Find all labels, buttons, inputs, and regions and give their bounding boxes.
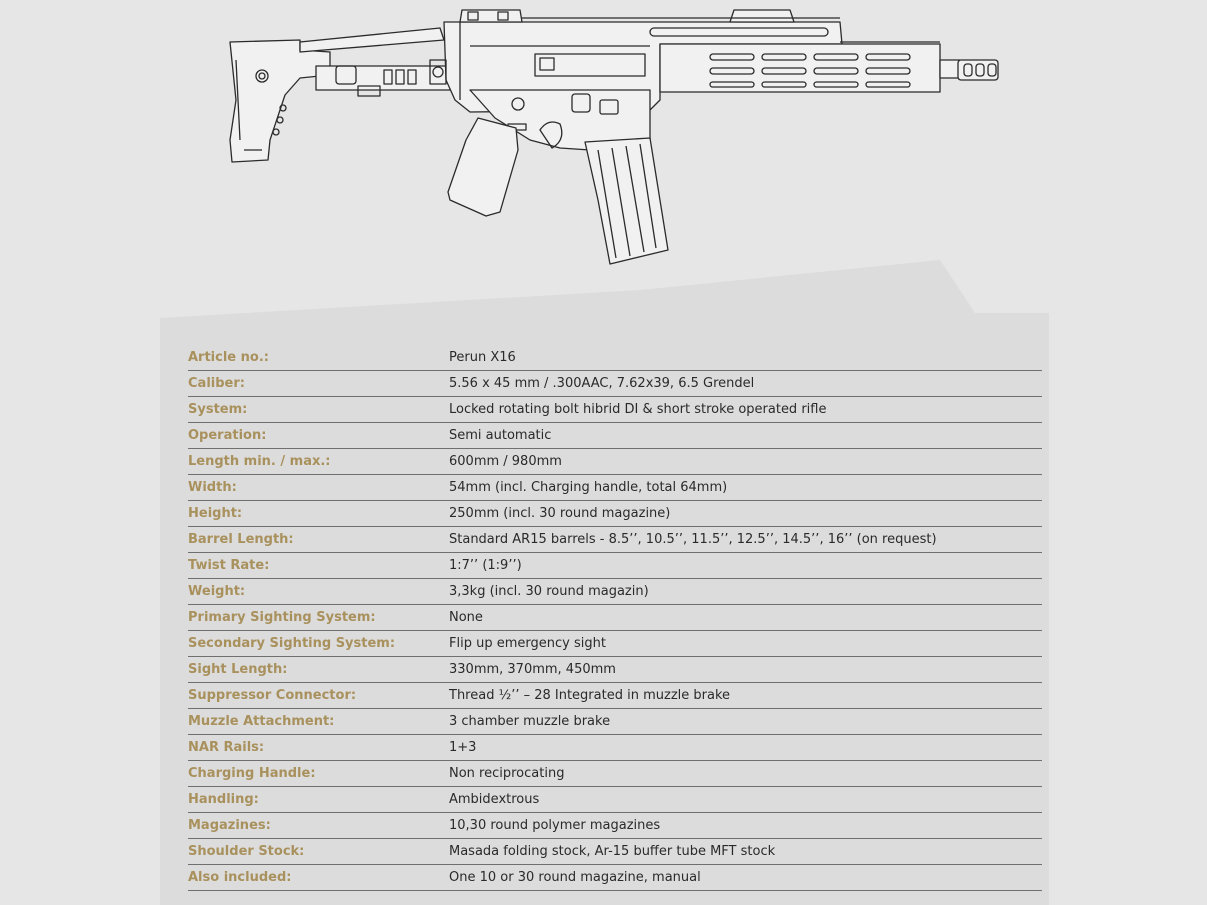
spec-label: Height: [188,506,243,521]
spec-value: Ambidextrous [449,792,540,807]
spec-value: Thread ½’’ – 28 Integrated in muzzle bra… [449,688,731,703]
rifle-illustration [229,9,999,265]
spec-value: Semi automatic [449,428,552,443]
spec-label: Operation: [188,428,267,443]
spec-value: Masada folding stock, Ar-15 buffer tube … [449,844,776,859]
spec-label: Charging Handle: [188,766,316,781]
spec-value: Flip up emergency sight [449,636,606,651]
spec-value: 3,3kg (incl. 30 round magazin) [449,584,649,599]
spec-label: Also included: [188,870,292,885]
spec-label: System: [188,402,248,417]
spec-row: Suppressor Connector: Thread ½’’ – 28 Int… [188,683,1042,709]
spec-value: Locked rotating bolt hibrid DI & short s… [449,402,827,417]
spec-row: System: Locked rotating bolt hibrid DI & … [188,397,1042,423]
spec-label: Barrel Length: [188,532,294,547]
spec-row: Twist Rate: 1:7’’ (1:9’’) [188,553,1042,579]
spec-label: Primary Sighting System: [188,610,376,625]
spec-label: Suppressor Connector: [188,688,357,703]
spec-value: One 10 or 30 round magazine, manual [449,870,701,885]
spec-label: Magazines: [188,818,271,833]
spec-label: Muzzle Attachment: [188,714,335,729]
spec-row: Secondary Sighting System: Flip up emerge… [188,631,1042,657]
spec-row: Sight Length: 330mm, 370mm, 450mm [188,657,1042,683]
spec-label: Weight: [188,584,246,599]
spec-label: Sight Length: [188,662,288,677]
spec-value: None [449,610,483,625]
spec-row: Article no.: Perun X16 [188,345,1042,371]
spec-value: 600mm / 980mm [449,454,562,469]
spec-row: Magazines: 10,30 round polymer magazines [188,813,1042,839]
spec-label: Shoulder Stock: [188,844,305,859]
spec-row: Barrel Length: Standard AR15 barrels - 8.… [188,527,1042,553]
spec-label: Article no.: [188,350,269,365]
spec-label: Caliber: [188,376,245,391]
spec-value: 54mm (incl. Charging handle, total 64mm) [449,480,728,495]
spec-row: Caliber: 5.56 x 45 mm / .300AAC, 7.62x39,… [188,371,1042,397]
spec-row: Length min. / max.: 600mm / 980mm [188,449,1042,475]
spec-label: Width: [188,480,237,495]
spec-label: Secondary Sighting System: [188,636,396,651]
spec-row: Operation: Semi automatic [188,423,1042,449]
spec-value: 3 chamber muzzle brake [449,714,611,729]
spec-label: Twist Rate: [188,558,270,573]
spec-value: 250mm (incl. 30 round magazine) [449,506,671,521]
spec-value: Perun X16 [449,350,516,365]
spec-label: Handling: [188,792,259,807]
spec-row: NAR Rails: 1+3 [188,735,1042,761]
spec-value: Standard AR15 barrels - 8.5’’, 10.5’’, 1… [449,532,937,547]
spec-label: Length min. / max.: [188,454,331,469]
spec-row: Muzzle Attachment: 3 chamber muzzle brake [188,709,1042,735]
spec-row: Handling: Ambidextrous [188,787,1042,813]
spec-value: 10,30 round polymer magazines [449,818,661,833]
spec-value: 330mm, 370mm, 450mm [449,662,616,677]
spec-row: Width: 54mm (incl. Charging handle, total… [188,475,1042,501]
spec-value: 1:7’’ (1:9’’) [449,558,522,573]
spec-row: Also included: One 10 or 30 round magazin… [188,865,1042,891]
spec-row: Height: 250mm (incl. 30 round magazine) [188,501,1042,527]
spec-row: Shoulder Stock: Masada folding stock, Ar-… [188,839,1042,865]
spec-label: NAR Rails: [188,740,265,755]
spec-value: 5.56 x 45 mm / .300AAC, 7.62x39, 6.5 Gre… [449,376,755,391]
spec-row: Charging Handle: Non reciprocating [188,761,1042,787]
spec-row: Weight: 3,3kg (incl. 30 round magazin) [188,579,1042,605]
spec-value: Non reciprocating [449,766,565,781]
spec-row: Primary Sighting System: None [188,605,1042,631]
spec-value: 1+3 [449,740,477,755]
